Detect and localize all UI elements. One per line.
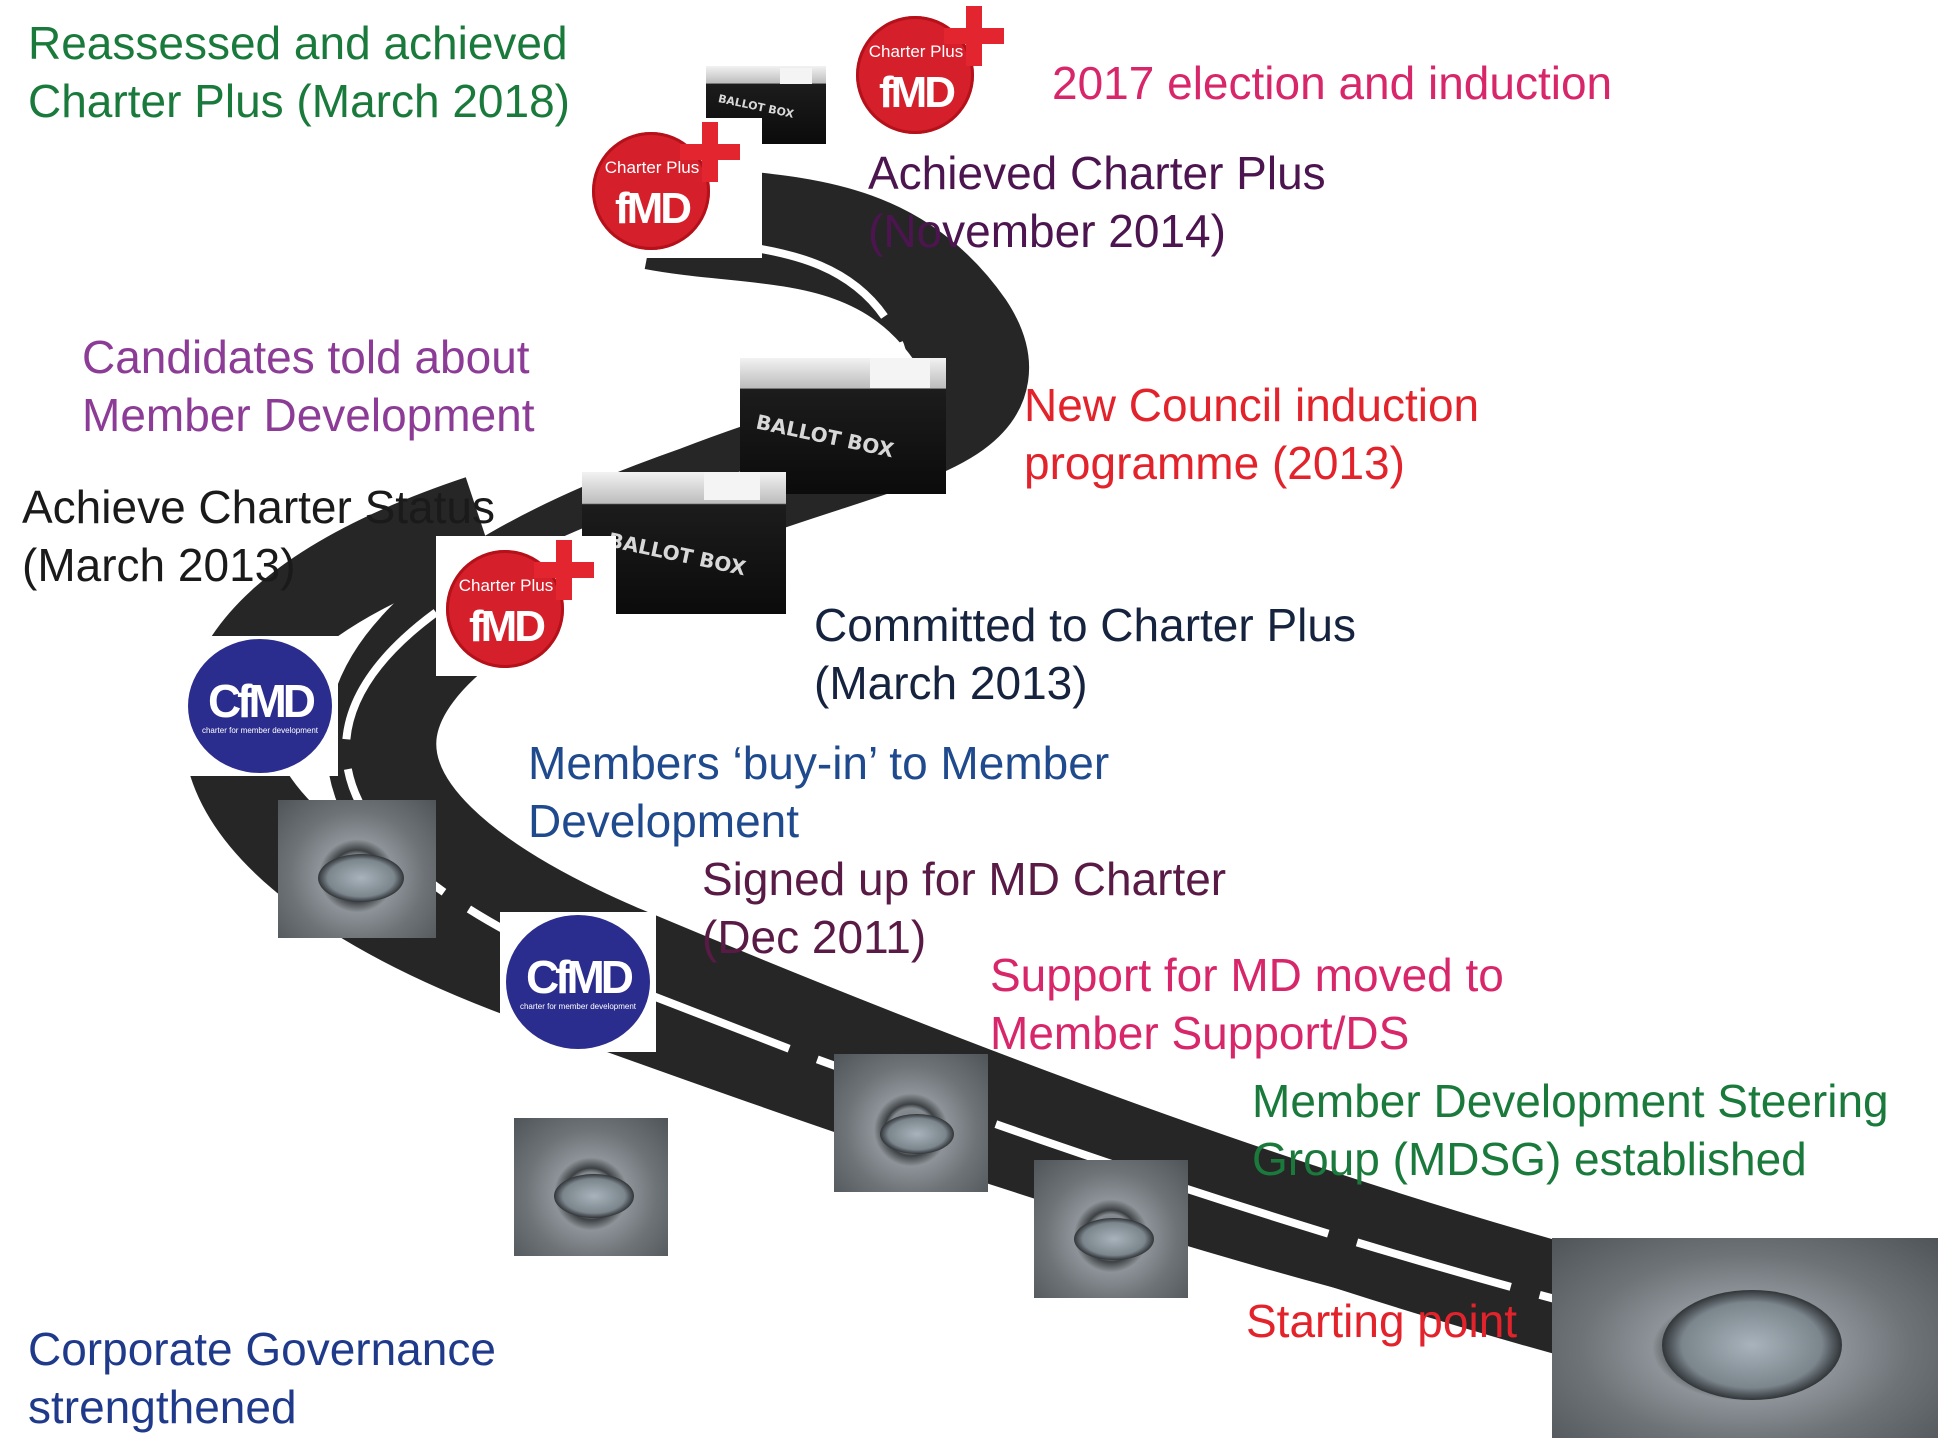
milestone-2017-election: 2017 election and induction [1052, 54, 1612, 112]
pothole-image-support [834, 1054, 988, 1192]
milestone-line: strengthened [28, 1381, 297, 1433]
charter-plus-logo-2014: Charter Plus fMD [582, 118, 762, 258]
milestone-members-buy-in: Members ‘buy-in’ to Member Development [528, 734, 1109, 850]
pothole-image-governance [514, 1118, 668, 1256]
milestone-committed-charter-plus: Committed to Charter Plus (March 2013) [814, 596, 1356, 712]
milestone-line: Corporate Governance [28, 1323, 496, 1375]
milestone-line: Members ‘buy-in’ to Member [528, 737, 1110, 789]
milestone-line: Member Development [82, 389, 535, 441]
milestone-achieve-charter-status: Achieve Charter Status (March 2013) [22, 478, 495, 594]
cfmd-logo-charter-status: CfMD charter for member development [182, 636, 338, 776]
milestone-line: (March 2013) [22, 539, 296, 591]
milestone-line: Charter Plus (March 2018) [28, 75, 570, 127]
milestone-line: Member Support/DS [990, 1007, 1410, 1059]
pothole-image-starting-point [1552, 1238, 1938, 1438]
milestone-line: Member Development Steering [1252, 1075, 1889, 1127]
milestone-line: New Council induction [1024, 379, 1480, 431]
milestone-line: Starting point [1246, 1295, 1518, 1347]
charter-plus-logo-2018: Charter Plus fMD [846, 2, 1026, 142]
milestone-starting-point: Starting point [1246, 1292, 1517, 1350]
ballot-box-image-2013: BALLOT BOX [740, 358, 946, 494]
charter-plus-logo-committed: Charter Plus fMD [436, 536, 616, 676]
milestone-new-council-induction: New Council induction programme (2013) [1024, 376, 1479, 492]
milestone-corporate-governance: Corporate Governance strengthened [28, 1320, 496, 1436]
milestone-line: Signed up for MD Charter [702, 853, 1227, 905]
ballot-box-image-committed: BALLOT BOX [582, 472, 786, 614]
milestone-mdsg-established: Member Development Steering Group (MDSG)… [1252, 1072, 1889, 1188]
milestone-line: Achieved Charter Plus [868, 147, 1326, 199]
milestone-line: Development [528, 795, 800, 847]
milestone-line: Committed to Charter Plus [814, 599, 1356, 651]
milestone-reassessed-charter-plus: Reassessed and achieved Charter Plus (Ma… [28, 14, 570, 130]
milestone-candidates-told: Candidates told about Member Development [82, 328, 535, 444]
milestone-line: Achieve Charter Status [22, 481, 496, 533]
pothole-image-buy-in [278, 800, 436, 938]
milestone-line: Support for MD moved to [990, 949, 1504, 1001]
milestone-line: Candidates told about [82, 331, 530, 383]
milestone-line: programme (2013) [1024, 437, 1405, 489]
milestone-line: (March 2013) [814, 657, 1088, 709]
cfmd-logo-signed-up: CfMD charter for member development [500, 912, 656, 1052]
milestone-line: Reassessed and achieved [28, 17, 568, 69]
milestone-signed-up-md-charter: Signed up for MD Charter (Dec 2011) [702, 850, 1226, 966]
pothole-image-mdsg [1034, 1160, 1188, 1298]
milestone-line: Group (MDSG) established [1252, 1133, 1807, 1185]
road-center-line [342, 236, 1881, 1380]
milestone-line: 2017 election and induction [1052, 57, 1613, 109]
milestone-achieved-charter-plus: Achieved Charter Plus (November 2014) [868, 144, 1326, 260]
milestone-line: (Dec 2011) [702, 911, 927, 963]
milestone-line: (November 2014) [868, 205, 1226, 257]
milestone-support-moved: Support for MD moved to Member Support/D… [990, 946, 1504, 1062]
